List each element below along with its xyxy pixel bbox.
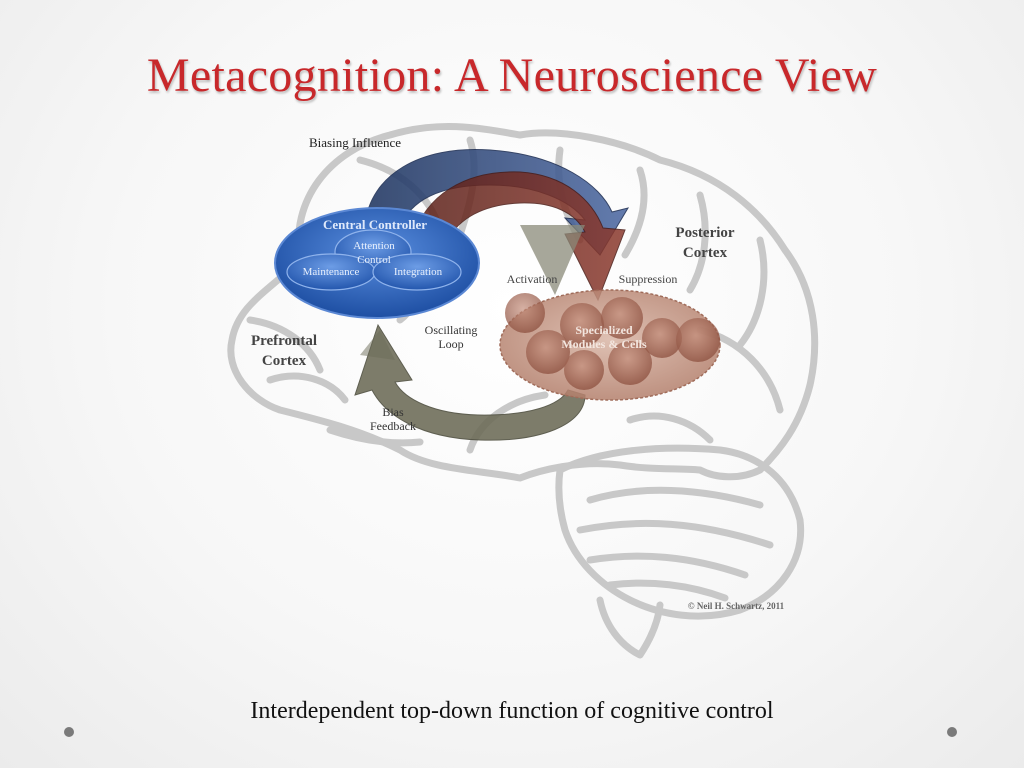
module-cell xyxy=(608,341,652,385)
module-cell xyxy=(560,303,604,347)
posterior-cortex-label-1: Posterior xyxy=(675,225,734,241)
slide-caption: Interdependent top-down function of cogn… xyxy=(250,698,774,724)
suppression-arrow xyxy=(411,171,626,302)
oscillating-loop-arrow xyxy=(354,323,586,441)
posterior-cortex-label-2: Cortex xyxy=(683,245,728,261)
copyright-label: © Neil H. Schwartz, 2011 xyxy=(688,601,785,611)
attention-control-label-2: Control xyxy=(357,254,391,266)
specialized-modules xyxy=(499,289,721,401)
oscillating-loop-label-2: Loop xyxy=(438,337,463,351)
decorative-dot-right xyxy=(947,727,957,737)
bias-feedback-label-1: Bias xyxy=(382,405,404,419)
maintenance-label: Maintenance xyxy=(303,266,360,278)
module-cell xyxy=(601,297,643,339)
central-controller-label: Central Controller xyxy=(323,217,427,232)
activation-arrow xyxy=(520,225,585,295)
specialized-modules-label-2: Modules & Cells xyxy=(561,337,647,351)
prefrontal-cortex-label-1: Prefrontal xyxy=(251,333,317,349)
module-cell xyxy=(505,293,545,333)
specialized-modules-label-1: Specialized xyxy=(575,323,633,337)
prefrontal-cortex-label-2: Cortex xyxy=(262,353,307,369)
brain-outline xyxy=(227,122,819,659)
bias-feedback-arrow xyxy=(360,330,395,360)
module-cell xyxy=(676,318,720,362)
module-cell xyxy=(642,318,682,358)
activation-label: Activation xyxy=(507,272,558,286)
slide-title: Metacognition: A Neuroscience View xyxy=(146,49,878,102)
module-cell xyxy=(526,330,570,374)
bias-feedback-label-2: Feedback xyxy=(370,419,416,433)
decorative-dot-left xyxy=(64,727,74,737)
oscillating-loop-label-1: Oscillating xyxy=(425,323,478,337)
suppression-label: Suppression xyxy=(619,272,678,286)
attention-control-label-1: Attention xyxy=(353,240,395,252)
central-controller xyxy=(274,207,480,319)
integration-label: Integration xyxy=(394,266,443,278)
biasing-influence-label: Biasing Influence xyxy=(309,135,401,150)
module-cell xyxy=(564,350,604,390)
